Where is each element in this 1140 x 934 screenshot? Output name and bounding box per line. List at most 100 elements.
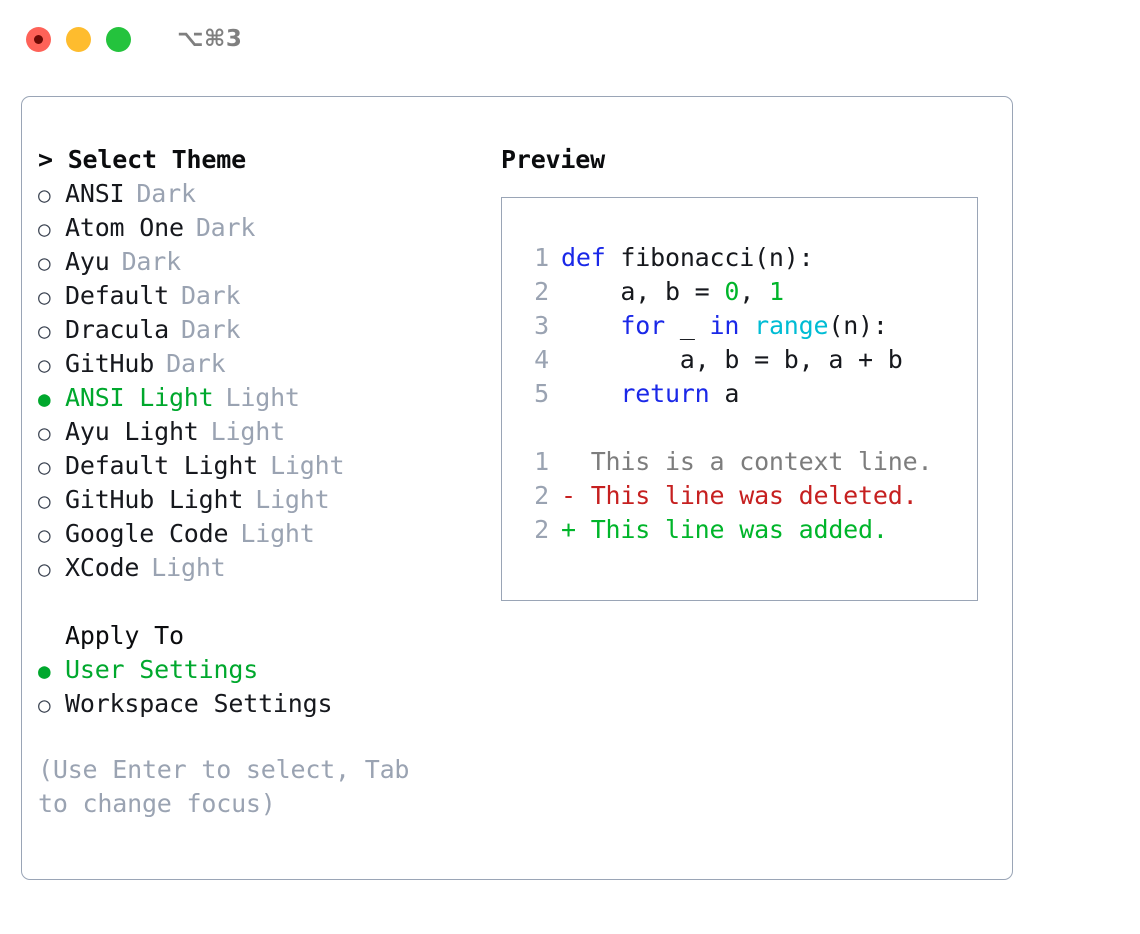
theme-option-row[interactable]: ○ Google Code Light <box>38 517 490 551</box>
apply-to-list[interactable]: ●User Settings○Workspace Settings <box>38 653 490 721</box>
radio-unselected-icon[interactable]: ○ <box>38 489 51 513</box>
radio-selected-icon[interactable]: ● <box>38 387 51 411</box>
code-token-id: , <box>739 277 769 306</box>
radio-unselected-icon[interactable]: ○ <box>38 455 51 479</box>
diff-line-text-del: - This line was deleted. <box>561 479 918 513</box>
apply-to-option-row[interactable]: ○Workspace Settings <box>38 687 490 721</box>
theme-option-variant: Light <box>225 383 300 412</box>
theme-option-variant: Dark <box>136 179 196 208</box>
theme-option-row[interactable]: ○ Default Light Light <box>38 449 490 483</box>
code-line-text: for _ in range(n): <box>561 309 888 343</box>
theme-option-name: ANSI Light <box>65 383 214 412</box>
radio-unselected-icon[interactable]: ○ <box>38 217 51 241</box>
theme-option-name: Default <box>65 281 169 310</box>
diff-line: 2- This line was deleted. <box>515 479 971 513</box>
theme-option-row[interactable]: ○ Atom One Dark <box>38 211 490 245</box>
line-number: 1 <box>534 243 549 272</box>
theme-option-variant: Light <box>255 485 330 514</box>
line-number: 2 <box>534 515 549 544</box>
code-token-id <box>561 379 620 408</box>
code-token-id: a <box>709 379 740 408</box>
radio-unselected-icon[interactable]: ○ <box>38 251 51 275</box>
apply-to-option-row[interactable]: ●User Settings <box>38 653 490 687</box>
theme-option-variant: Dark <box>195 213 256 242</box>
diff-sample: 1 This is a context line.2- This line wa… <box>515 445 971 547</box>
preview-box: 1 def fibonacci(n): 2 a, b = 0, 1 3 for _ i… <box>501 197 978 601</box>
preview-title: Preview <box>501 145 605 174</box>
code-token-kw: def <box>561 243 606 272</box>
radio-selected-icon[interactable]: ● <box>38 659 51 683</box>
radio-unselected-icon[interactable]: ○ <box>38 557 51 581</box>
radio-unselected-icon[interactable]: ○ <box>38 693 51 717</box>
diff-marker: - <box>561 481 576 510</box>
code-token-id: a, b = <box>561 277 725 306</box>
code-token-id <box>561 311 620 340</box>
theme-option-variant: Light <box>210 417 285 446</box>
diff-text: This is a context line. <box>575 447 933 476</box>
code-line: 4 a, b = b, a + b <box>515 343 971 377</box>
code-token-kw: return <box>620 379 710 408</box>
theme-option-name: ANSI <box>65 179 125 208</box>
radio-unselected-icon[interactable]: ○ <box>38 319 51 343</box>
maximize-button[interactable] <box>106 26 131 52</box>
code-token-kw: in <box>709 311 740 340</box>
code-spacer <box>515 411 971 445</box>
theme-option-variant: Light <box>240 519 315 548</box>
diff-text: This line was added. <box>575 515 888 544</box>
theme-option-name: Ayu <box>65 247 110 276</box>
code-preview-area: 1 def fibonacci(n): 2 a, b = 0, 1 3 for _ i… <box>515 241 971 547</box>
diff-text: This line was deleted. <box>575 481 918 510</box>
code-token-id: a, b = b, a + b <box>561 345 903 374</box>
theme-option-name: Atom One <box>65 213 184 242</box>
theme-option-row[interactable]: ● ANSI Light Light <box>38 381 490 415</box>
radio-unselected-icon[interactable]: ○ <box>38 421 51 445</box>
diff-line-text-ctx: This is a context line. <box>561 445 933 479</box>
window-controls <box>26 26 131 52</box>
code-token-num: 1 <box>768 277 784 306</box>
code-token-id: fibonacci(n): <box>605 243 814 272</box>
code-line: 1 def fibonacci(n): <box>515 241 971 275</box>
theme-option-row[interactable]: ○ Ayu Light Light <box>38 415 490 449</box>
theme-option-name: XCode <box>65 553 140 582</box>
line-number: 5 <box>534 379 549 408</box>
theme-option-row[interactable]: ○ ANSI Dark <box>38 177 490 211</box>
keyboard-hint-text: (Use Enter to select, Tab to change focu… <box>38 755 410 818</box>
line-number: 2 <box>534 277 549 306</box>
theme-option-name: Google Code <box>65 519 229 548</box>
line-number: 2 <box>534 481 549 510</box>
theme-option-variant: Light <box>270 451 345 480</box>
apply-to-header: Apply To <box>65 621 184 650</box>
code-line: 5 return a <box>515 377 971 411</box>
radio-unselected-icon[interactable]: ○ <box>38 285 51 309</box>
theme-option-variant: Dark <box>180 281 241 310</box>
theme-option-name: Ayu Light <box>65 417 199 446</box>
code-line-text: a, b = b, a + b <box>561 343 903 377</box>
minimize-button[interactable] <box>66 26 91 52</box>
code-token-id <box>739 311 754 340</box>
code-token-id: (n): <box>828 311 888 340</box>
radio-unselected-icon[interactable]: ○ <box>38 183 51 207</box>
code-token-fn: range <box>754 311 829 340</box>
code-line-text: a, b = 0, 1 <box>561 275 784 309</box>
diff-line-text-add: + This line was added. <box>561 513 888 547</box>
radio-unselected-icon[interactable]: ○ <box>38 523 51 547</box>
code-line-text: return a <box>561 377 739 411</box>
code-token-id: _ <box>664 311 710 340</box>
radio-unselected-icon[interactable]: ○ <box>38 353 51 377</box>
theme-option-name: Default Light <box>65 451 259 480</box>
theme-option-row[interactable]: ○ Default Dark <box>38 279 490 313</box>
close-button[interactable] <box>26 26 51 52</box>
line-number: 3 <box>534 311 549 340</box>
code-token-num: 0 <box>724 277 740 306</box>
code-sample: 1 def fibonacci(n): 2 a, b = 0, 1 3 for _ i… <box>515 241 971 411</box>
